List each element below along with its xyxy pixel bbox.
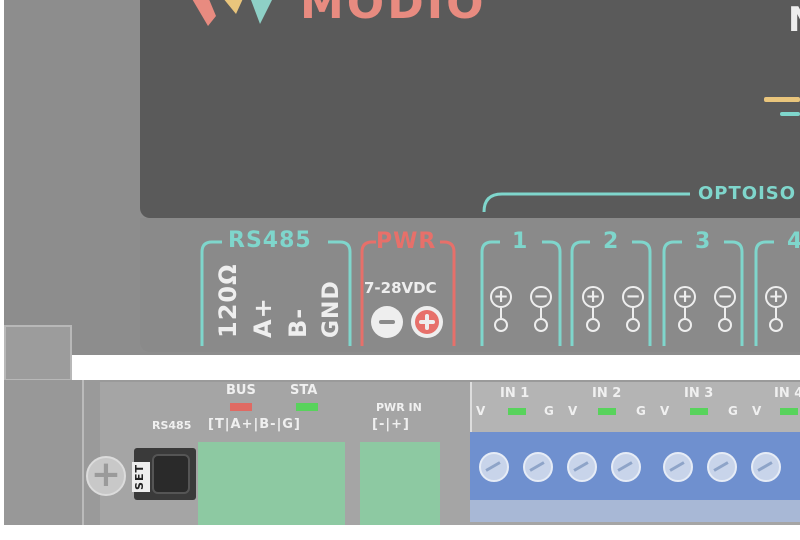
input-group-4-number: 4 [787,229,800,254]
rs485-pin-a-plus: A+ [249,297,277,338]
terminal-ring-icon [626,318,640,332]
minus-icon: − [530,286,552,308]
screw-icon[interactable] [707,452,737,482]
rs485-silk-label: RS485 [152,419,192,432]
pwr-in-label: PWR IN [376,401,422,414]
rs485-pin-b-minus: B- [284,307,312,338]
pwr-plus-icon [411,306,443,338]
input-4-label: IN 4 [774,386,800,401]
input-polarity-symbols: + − + − + − + [490,286,800,346]
input-3-v-label: V [660,404,670,418]
stem-line [684,308,686,318]
screw-icon[interactable] [479,452,509,482]
terminal-ring-icon [586,318,600,332]
brand-name: MODIO [300,0,487,29]
minus-icon: − [622,286,644,308]
rs485-bracket [200,240,352,346]
input-2-led [598,408,616,415]
rs485-pin-silk: [T|A+|B-|G] [208,417,301,432]
set-button-label: SET [133,464,146,490]
input-3-label: IN 3 [684,386,714,401]
input-3-led [690,408,708,415]
plus-icon: + [582,286,604,308]
input-group-1-number: 1 [512,229,528,254]
terminal-ring-icon [534,318,548,332]
pwr-minus-icon [371,306,403,338]
stem-line [632,308,634,318]
model-letter: N [788,0,800,40]
terminal-ring-icon [678,318,692,332]
pwr-bracket [360,240,456,346]
screw-icon[interactable] [611,452,641,482]
input-2-v-label: V [568,404,578,418]
input-1-g-label: G [544,404,554,418]
sta-led [296,403,318,411]
input-group-brackets [480,240,774,346]
stem-line [500,308,502,318]
optoisolated-bracket [482,192,690,212]
plus-icon: + [674,286,696,308]
terminal-ring-icon [769,318,783,332]
input-3-g-label: G [728,404,738,418]
input-2-g-label: G [636,404,646,418]
sta-led-label: STA [290,383,318,398]
pwr-title: PWR [376,229,437,254]
input-1-label: IN 1 [500,386,530,401]
bus-led [230,403,252,411]
stem-line [775,308,777,318]
minus-icon: − [714,286,736,308]
board-left-column [4,380,84,525]
brand-logo-icon [192,0,272,26]
optoisolated-label: OPTOISO [698,183,797,204]
input-header-area [470,382,800,432]
terminal-ring-icon [494,318,508,332]
accent-line-yellow [764,97,800,102]
set-label-bg: SET [132,462,150,492]
mounting-screw-icon: + [86,456,126,496]
input-2-label: IN 2 [592,386,622,401]
screw-icon[interactable] [751,452,781,482]
accent-line-teal [780,112,800,116]
board-left-notch [4,325,72,381]
input-4-led [780,408,798,415]
screw-icon[interactable] [663,452,693,482]
rs485-terminal-block[interactable] [198,442,345,525]
input-group-3-number: 3 [695,229,711,254]
pwr-terminal-block[interactable] [360,442,440,525]
screw-icon[interactable] [523,452,553,482]
rs485-pin-120ohm: 120Ω [214,263,242,339]
rs485-pin-gnd: GND [319,280,344,338]
rs485-title: RS485 [228,228,312,253]
input-4-v-label: V [752,404,762,418]
plus-icon: + [765,286,787,308]
input-1-led [508,408,526,415]
stem-line [724,308,726,318]
bus-led-label: BUS [226,383,256,398]
housing-top-panel [140,0,800,218]
stem-line [540,308,542,318]
pwr-in-pin-silk: [-|+] [372,417,410,432]
pwr-voltage-range: 7-28VDC [364,279,437,297]
set-button-cap[interactable] [152,454,190,494]
input-terminal-base [470,500,800,522]
input-1-v-label: V [476,404,486,418]
screw-icon[interactable] [567,452,597,482]
stem-line [592,308,594,318]
plus-icon: + [490,286,512,308]
input-group-2-number: 2 [603,229,619,254]
terminal-ring-icon [718,318,732,332]
